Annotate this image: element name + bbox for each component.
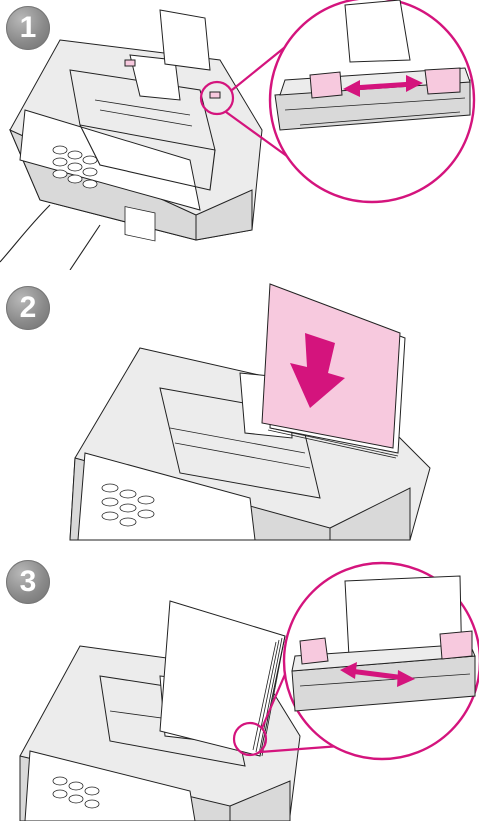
step-2-panel: 2 [0,278,479,548]
right-paper-guide [440,631,472,659]
magnified-detail [284,563,479,759]
left-paper-guide [300,638,328,664]
phone-cord [70,225,100,270]
step-3-illustration [0,556,479,821]
fax-machine [0,10,262,270]
step-1-illustration [0,0,479,270]
magnified-detail [270,0,474,202]
right-paper-guide [425,68,460,94]
left-paper-guide [310,72,342,98]
paper-stack [160,601,285,756]
power-cord [0,205,50,262]
step-3-panel: 3 [0,556,479,821]
step-1-panel: 1 [0,0,479,270]
step-2-illustration [0,278,479,548]
